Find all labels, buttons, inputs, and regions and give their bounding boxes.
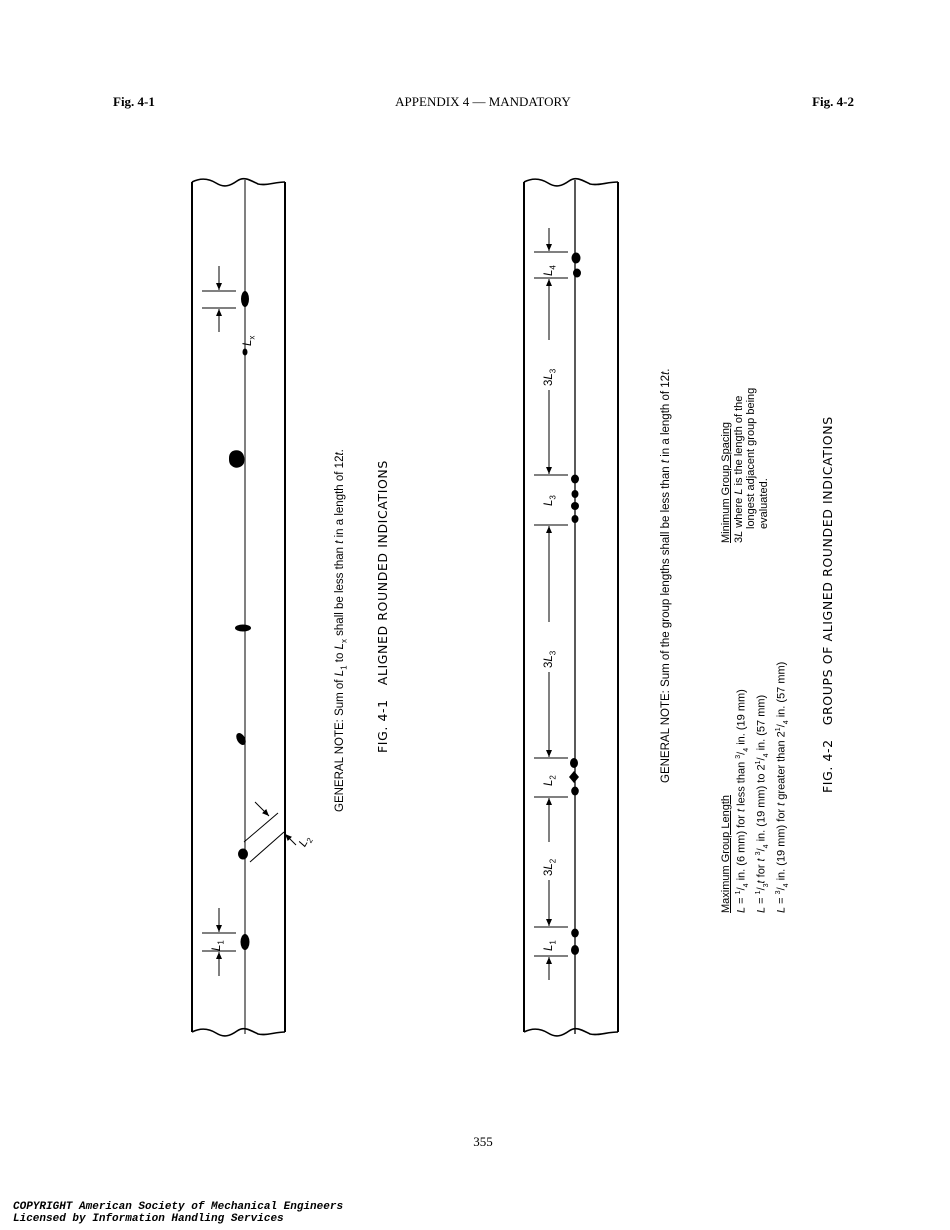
min-group-spacing-block: Minimum Group Spacing 3L where L is the … — [720, 388, 770, 543]
min-group-spacing-line: longest adjacent group being — [745, 387, 757, 529]
fig1-indications — [229, 291, 251, 950]
fig2-label-l2: L2 — [543, 775, 558, 786]
page-number: 355 — [473, 1134, 493, 1149]
fig2-general-note: GENERAL NOTE: Sum of the group lengths s… — [660, 368, 672, 783]
min-group-spacing-line: 3L where L is the length of the — [732, 395, 745, 543]
fig2-label-3l3-top: 3L3 — [543, 368, 558, 386]
copyright-line-1: COPYRIGHT American Society of Mechanical… — [13, 1201, 344, 1213]
fig2-indications — [569, 252, 581, 955]
max-group-length-block: Maximum Group Length L = 1/4 in. (6 mm) … — [720, 662, 794, 913]
fig1-dimensions — [202, 266, 297, 976]
min-group-spacing-title: Minimum Group Spacing — [720, 421, 732, 543]
fig2-label-l4: L4 — [543, 265, 558, 276]
copyright-notice: COPYRIGHT American Society of Mechanical… — [13, 1201, 343, 1225]
max-group-length-row: L = 1/4 in. (6 mm) for t less than 3/4 i… — [734, 689, 750, 913]
fig2-label-3l2: 3L2 — [543, 858, 558, 876]
max-group-length-row: L = 3/4 in. (19 mm) for t greater than 2… — [775, 661, 791, 913]
copyright-line-2: Licensed by Information Handling Service… — [13, 1213, 284, 1225]
fig1-label-l1: L1 — [211, 940, 226, 951]
fig2-plate — [523, 177, 619, 1037]
fig2-label-l3: L3 — [543, 495, 558, 506]
min-group-spacing-line: evaluated. — [757, 478, 770, 529]
fig1-plate — [191, 177, 286, 1037]
fig1-caption: FIG. 4-1ALIGNED ROUNDED INDICATIONS — [375, 460, 390, 753]
header-title: APPENDIX 4 — MANDATORY — [395, 94, 571, 109]
header-fig-left: Fig. 4-1 — [113, 94, 155, 109]
fig1-general-note: GENERAL NOTE: Sum of L1 to Lx shall be l… — [334, 449, 349, 812]
fig2-label-3l3-mid: 3L3 — [543, 650, 558, 668]
fig2-caption: FIG. 4-2GROUPS OF ALIGNED ROUNDED INDICA… — [820, 416, 835, 793]
max-group-length-row: L = 1/3t for t 3/4 in. (19 mm) to 21/4 i… — [754, 694, 770, 913]
fig1-label-lx: Lx — [242, 335, 257, 346]
max-group-length-title: Maximum Group Length — [720, 795, 732, 913]
fig2-label-l1: L1 — [543, 940, 558, 951]
fig2-dimensions — [534, 228, 568, 980]
header-fig-right: Fig. 4-2 — [812, 94, 854, 109]
